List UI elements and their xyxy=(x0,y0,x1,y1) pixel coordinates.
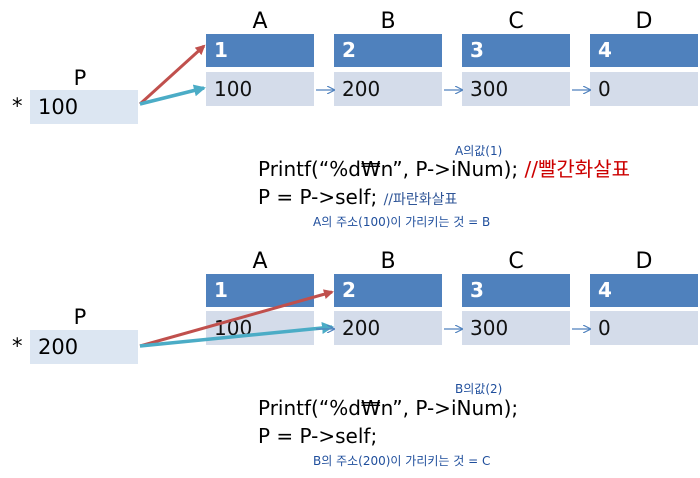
address-note: B의 주소(200)이 가리키는 것 = C xyxy=(313,454,491,468)
blue-arrow-comment: //파란화살표 xyxy=(383,192,458,208)
node-a-value: 100 xyxy=(206,72,314,106)
code-line-1: Printf(“%d₩n”, P->iNum); //빨간화살표 xyxy=(258,156,630,182)
node-d-value: 0 xyxy=(590,311,698,345)
node-c-value: 300 xyxy=(462,72,570,106)
node-c-letter: C xyxy=(508,249,524,274)
node-c-index: 3 xyxy=(462,34,570,67)
code-line-2: P = P->self; //파란화살표 xyxy=(258,184,457,213)
node-b-index: 2 xyxy=(334,34,442,67)
node-d-value: 0 xyxy=(590,72,698,106)
code-line-1: Printf(“%d₩n”, P->iNum); xyxy=(258,395,518,421)
code-print-statement: Printf(“%d₩n”, P->iNum); xyxy=(258,157,519,181)
value-annotation: A의값(1) xyxy=(455,144,503,158)
pointer-star: * xyxy=(12,334,23,358)
node-d-index: 4 xyxy=(590,34,698,67)
node-d-letter: D xyxy=(635,9,653,34)
node-a-letter: A xyxy=(252,9,268,34)
node-d-index: 4 xyxy=(590,274,698,307)
node-b-value: 200 xyxy=(334,311,442,345)
pointer-label: P xyxy=(73,66,87,90)
value-annotation: B의값(2) xyxy=(455,382,503,396)
code-assign-statement: P = P->self; xyxy=(258,424,378,448)
node-a-index: 1 xyxy=(206,274,314,307)
pointer-value: 100 xyxy=(30,90,138,124)
pointer-label: P xyxy=(73,305,87,329)
node-c-index: 3 xyxy=(462,274,570,307)
code-assign-statement: P = P->self; xyxy=(258,185,378,209)
address-note: A의 주소(100)이 가리키는 것 = B xyxy=(313,215,491,229)
code-line-2: P = P->self; xyxy=(258,423,377,449)
red-arrow-comment: //빨간화살표 xyxy=(524,157,630,181)
node-a-index: 1 xyxy=(206,34,314,67)
node-a-letter: A xyxy=(252,249,268,274)
node-a-value: 100 xyxy=(206,311,314,345)
pointer-star: * xyxy=(12,94,23,118)
teal-arrow xyxy=(139,84,206,106)
node-d-letter: D xyxy=(635,249,653,274)
node-c-letter: C xyxy=(508,9,524,34)
node-b-value: 200 xyxy=(334,72,442,106)
node-b-index: 2 xyxy=(334,274,442,307)
code-print-statement: Printf(“%d₩n”, P->iNum); xyxy=(258,396,519,420)
node-b-letter: B xyxy=(380,249,396,274)
node-b-letter: B xyxy=(380,9,396,34)
pointer-value: 200 xyxy=(30,330,138,364)
node-c-value: 300 xyxy=(462,311,570,345)
red-arrow xyxy=(138,44,206,106)
